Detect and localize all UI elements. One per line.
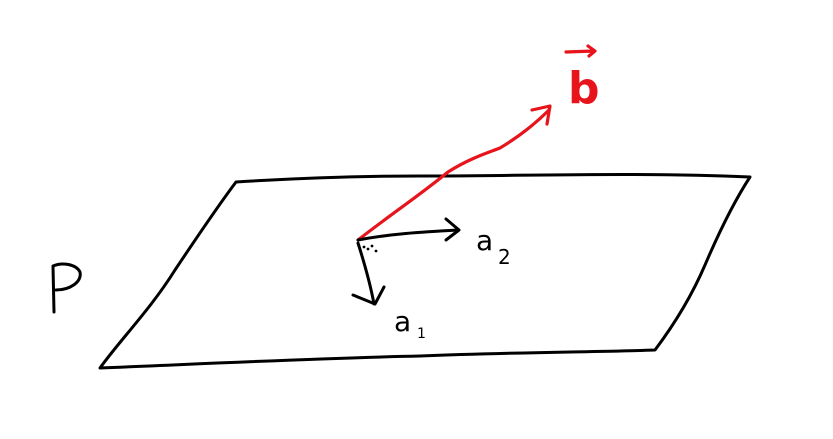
vector-b-shaft bbox=[356, 108, 551, 242]
vector-a1-arrowhead bbox=[351, 285, 386, 306]
vector-a2-arrowhead bbox=[444, 217, 461, 242]
vector-a2-label: a 2 bbox=[476, 224, 511, 269]
vector-b bbox=[356, 104, 552, 242]
plane-letter-p bbox=[51, 262, 82, 314]
vector-b-label-overarrow bbox=[564, 44, 597, 58]
vector-a2 bbox=[356, 217, 461, 242]
plane-label: P bbox=[51, 262, 82, 314]
vector-a2-shaft bbox=[356, 228, 460, 242]
vector-a2-label-text: a bbox=[476, 224, 493, 257]
vector-b-label-text: b bbox=[568, 63, 600, 114]
vector-a1-shaft bbox=[356, 241, 376, 306]
vector-a1-label-subscript: 1 bbox=[417, 326, 426, 342]
vector-a1 bbox=[351, 241, 386, 306]
vector-b-arrowhead bbox=[530, 104, 552, 126]
right-angle-marks bbox=[362, 244, 378, 253]
vector-a1-label-text: a bbox=[394, 305, 411, 338]
plane-outline bbox=[98, 172, 752, 370]
vector-a2-label-subscript: 2 bbox=[498, 245, 511, 269]
vector-a1-label: a 1 bbox=[394, 305, 426, 342]
vector-b-label: b bbox=[564, 44, 600, 114]
